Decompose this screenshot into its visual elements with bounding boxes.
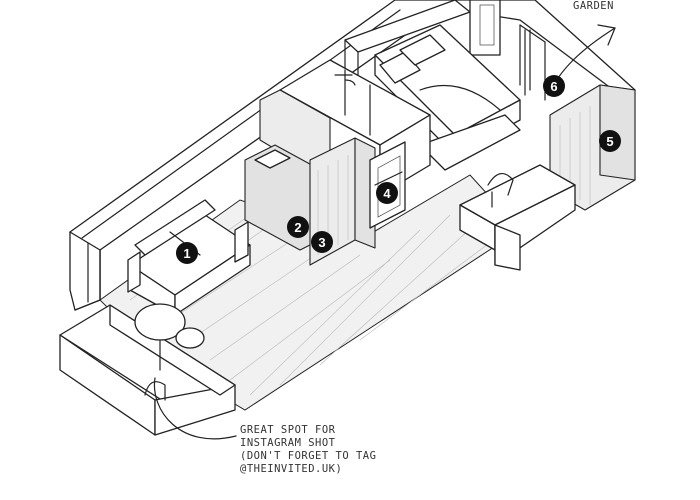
bed: [374, 24, 521, 171]
note-line-3: (DON'T FORGET TO TAG: [240, 450, 376, 462]
marker-2: 2: [287, 216, 309, 238]
marker-6: 6: [543, 75, 565, 97]
marker-4: 4: [376, 182, 398, 204]
marker-4-number: 4: [383, 186, 391, 201]
note-line-2: INSTAGRAM SHOT: [240, 437, 336, 449]
note-line-1: GREAT SPOT FOR: [240, 424, 336, 436]
note-line-4: @THEINVITED.UK): [240, 463, 342, 475]
marker-5: 5: [599, 130, 621, 152]
outer-wall: [69, 0, 456, 311]
marker-2-number: 2: [294, 220, 301, 235]
marker-3: 3: [311, 231, 333, 253]
instagram-pointer-icon: [153, 377, 237, 440]
marker-5-number: 5: [606, 134, 613, 149]
sofa: [127, 199, 251, 316]
bedroom-walls: [344, 0, 636, 96]
garden-label: GARDEN: [573, 0, 614, 12]
marker-6-number: 6: [550, 79, 557, 94]
table: [134, 303, 205, 401]
desk-and-storage: [459, 24, 636, 271]
marker-1-number: 1: [183, 246, 190, 261]
marker-1: 1: [176, 242, 198, 264]
marker-3-number: 3: [318, 235, 325, 250]
